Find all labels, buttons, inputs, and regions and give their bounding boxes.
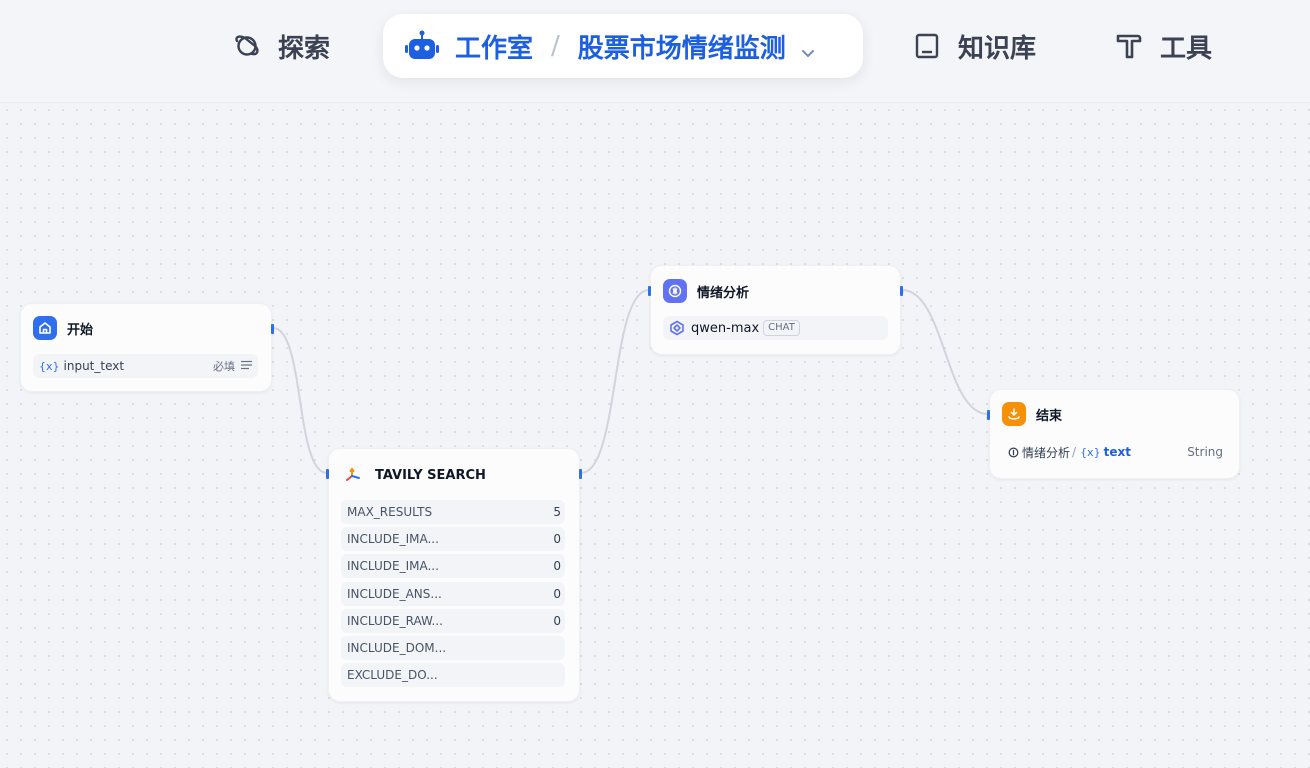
llm-model-field[interactable]: qwen-max CHAT <box>663 316 888 340</box>
planet-icon <box>232 31 262 61</box>
start-variable-field[interactable]: {x} input_text 必填 <box>33 354 258 378</box>
llm-node[interactable]: 情绪分析 qwen-max CHAT <box>648 265 903 355</box>
nav-tools-label: 工具 <box>1160 33 1213 64</box>
home-icon <box>33 316 57 340</box>
qwen-icon <box>669 320 685 336</box>
book-icon <box>912 31 942 61</box>
param-value: 0 <box>553 587 561 601</box>
end-output-field[interactable]: 情绪分析 / {x} text String <box>1002 440 1227 464</box>
param-value: 0 <box>553 614 561 628</box>
output-source: 情绪分析 <box>1022 445 1071 460</box>
end-node[interactable]: 结束 情绪分析 / {x} text String <box>987 389 1240 479</box>
nav-tools[interactable]: 工具 <box>1114 22 1212 70</box>
nav-knowledge-label: 知识库 <box>958 33 1037 64</box>
tavily-input-handle[interactable] <box>326 469 329 479</box>
output-separator: / <box>1072 445 1077 459</box>
param-row: INCLUDE_RAW... 0 <box>341 609 565 633</box>
param-row: INCLUDE_DOM... <box>341 636 565 660</box>
llm-icon <box>663 279 687 303</box>
model-mode-badge: CHAT <box>763 320 800 336</box>
variable-icon: {x} <box>1080 445 1101 459</box>
robot-icon <box>405 29 439 63</box>
variable-icon: {x} <box>39 359 60 373</box>
llm-source-icon <box>1008 447 1019 458</box>
param-value: 5 <box>553 505 561 519</box>
breadcrumb-separator: / <box>551 31 560 61</box>
param-row: INCLUDE_ANS... 0 <box>341 582 565 606</box>
param-value: 0 <box>553 532 561 546</box>
nav-studio-label: 工作室 <box>455 33 534 64</box>
param-row: MAX_RESULTS 5 <box>341 500 565 524</box>
nav-explore-label: 探索 <box>278 33 331 64</box>
output-variable: text <box>1103 445 1131 459</box>
output-type: String <box>1187 445 1223 459</box>
end-input-handle[interactable] <box>987 410 990 420</box>
nav-studio[interactable]: 工作室 / 股票市场情绪监测 <box>383 14 863 78</box>
param-value: 0 <box>553 559 561 573</box>
required-label: 必填 <box>213 360 235 373</box>
nav-knowledge[interactable]: 知识库 <box>912 22 1036 70</box>
chevron-down-icon[interactable] <box>800 38 816 57</box>
hammer-icon <box>1114 31 1144 61</box>
top-nav: 探索 工作室 / 股票市场情绪监测 <box>0 0 1310 103</box>
param-name: INCLUDE_ANS... <box>347 587 442 601</box>
start-output-handle[interactable] <box>271 324 274 334</box>
param-row: INCLUDE_IMA... 0 <box>341 527 565 551</box>
node-title: 情绪分析 <box>697 285 750 301</box>
param-name: MAX_RESULTS <box>347 505 433 519</box>
node-title: TAVILY SEARCH <box>375 467 486 483</box>
node-title: 开始 <box>67 322 94 338</box>
text-lines-icon <box>241 359 252 373</box>
nav-explore[interactable]: 探索 <box>232 22 330 70</box>
tavily-icon <box>341 463 365 487</box>
model-name: qwen-max <box>691 320 760 336</box>
tavily-output-handle[interactable] <box>579 469 582 479</box>
param-name: INCLUDE_DOM... <box>347 641 447 655</box>
param-name: INCLUDE_RAW... <box>347 614 443 628</box>
param-name: INCLUDE_IMA... <box>347 532 439 546</box>
param-name: INCLUDE_IMA... <box>347 559 439 573</box>
param-name: EXCLUDE_DO... <box>347 668 438 682</box>
llm-output-handle[interactable] <box>900 286 903 296</box>
app-name[interactable]: 股票市场情绪监测 <box>577 33 786 64</box>
variable-name: input_text <box>63 359 125 373</box>
param-row: INCLUDE_IMA... 0 <box>341 554 565 578</box>
end-icon <box>1002 402 1026 426</box>
node-title: 结束 <box>1036 408 1063 424</box>
param-row: EXCLUDE_DO... <box>341 663 565 687</box>
llm-input-handle[interactable] <box>648 286 651 296</box>
tavily-search-node[interactable]: TAVILY SEARCH MAX_RESULTS 5 INCLUDE_IMA.… <box>326 448 582 702</box>
start-node[interactable]: 开始 {x} input_text 必填 <box>20 303 274 392</box>
